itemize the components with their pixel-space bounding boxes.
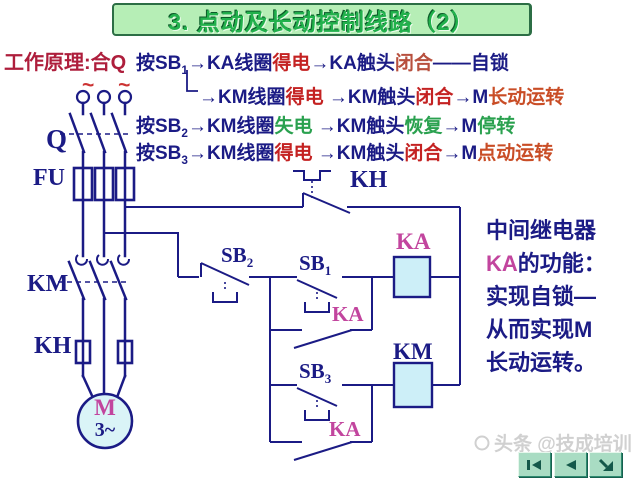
watermark: 头条 @技成培训 [474,429,632,456]
nav-previous-button[interactable] [554,452,587,477]
principle-line-2: →KM线圈得电 →KM触头闭合→M长动运转 [199,82,564,109]
ka-contact-lower [270,385,373,461]
subscript: 2 [181,126,188,140]
subscript: 1 [181,63,188,77]
nav-next-button[interactable] [589,452,622,477]
motor-circle [76,392,134,450]
ac-supply-symbol: ~ ~ [82,74,140,97]
note-line: 长动运转。 [486,346,640,379]
text-segment: KA [486,251,518,276]
label-km-coil: KM [393,339,433,364]
text-segment: 从而实现M [486,317,593,342]
motor-phase-label: 3~ [94,419,116,441]
label-ka-contact-lower: KA [329,417,361,441]
subscript: 1 [324,263,332,279]
ka-coil [392,255,432,299]
text-segment: 闭合 [404,143,443,164]
toutiao-logo-icon [474,435,490,450]
text-segment: →KM触头 [312,116,405,137]
label-sb2: SB2 [221,243,253,271]
ka-function-note: 中间继电器 KA的功能： 实现自锁— 从而实现M 长动运转。 [486,214,640,379]
text-segment: 长动运转 [488,87,565,108]
text-segment: →KM线圈 [199,87,286,108]
text-segment: 按SB [136,53,182,74]
text-segment: 停转 [477,116,516,137]
kh-heater-elements [74,339,134,365]
nav-first-button[interactable] [518,452,551,477]
km-main-contacts [58,254,131,301]
text-segment: 失电 [274,116,313,137]
text-segment: 恢复 [404,116,443,137]
text-segment: →M [442,143,478,164]
supply-terminals [75,89,133,116]
text-segment: →KM线圈 [187,143,275,164]
ka-contact-upper [270,277,373,349]
text-branch-bracket [186,70,198,92]
text-segment: 得电 [272,53,311,74]
label-ka-contact-upper: KA [332,302,364,326]
control-feed-left [104,232,179,277]
note-line: 从而实现M [486,313,640,346]
text-segment: 中间继电器 [486,218,597,243]
text-segment: 闭合 [415,87,454,108]
text-segment: SB [221,243,247,267]
text-segment: →M [453,87,489,108]
label-km-main-contacts: KM [27,271,69,297]
working-principle-heading: 工作原理:合Q [4,52,127,74]
text-segment: ——自锁 [432,53,509,74]
note-line: 实现自锁— [486,280,640,313]
label-sb3: SB3 [299,359,331,387]
sb3-jog-button [270,384,394,421]
text-segment: →KM触头 [323,87,416,108]
text-segment: →KM触头 [312,143,405,164]
switch-q [60,112,130,258]
sb1-start-button [270,276,394,313]
text-segment: →M [442,116,478,137]
label-sb1: SB1 [299,251,331,279]
text-segment: →KA线圈 [187,53,273,74]
text-segment: 按SB [136,143,182,164]
fuse-fu [72,166,136,202]
text-segment: 实现自锁— [486,284,597,309]
page-title: 3. 点动及长动控制线路（2） [168,8,475,35]
text-segment: 点动运转 [477,143,554,164]
subscript: 3 [324,371,332,387]
text-segment: 长动运转。 [486,350,597,375]
text-segment: →KA触头 [310,53,395,74]
motor-label: M 3~ [78,395,132,441]
watermark-text: 头条 @技成培训 [494,434,632,455]
label-ka-coil: KA [396,229,431,254]
text-segment: 得电 [285,87,324,108]
text-segment: 得电 [274,143,313,164]
text-segment: SB [299,251,325,275]
note-line: 中间继电器 [486,214,640,247]
principle-line-1: 按SB1→KA线圈得电→KA触头闭合——自锁 [136,48,509,77]
motor-letter: M [94,395,116,420]
text-segment: →KM线圈 [187,116,275,137]
go-previous-icon [565,459,576,470]
subscript: 3 [181,153,188,167]
go-next-icon [598,458,613,471]
kh-thermal-contact [293,170,460,214]
principle-line-3: 按SB2→KM线圈失电 →KM触头恢复→M停转 [136,111,515,140]
title-bar: 3. 点动及长动控制线路（2） [112,3,532,36]
sb2-stop-button [178,262,270,303]
note-line: KA的功能： [486,247,640,280]
label-switch-q: Q [46,124,68,154]
text-segment: 闭合 [394,53,433,74]
principle-line-4: 按SB3→KM线圈得电 →KM触头闭合→M点动运转 [136,138,553,167]
label-fuse-fu: FU [33,165,65,191]
go-first-icon [526,459,541,470]
km-coil [392,361,434,409]
text-segment: 按SB [136,116,182,137]
text-segment: SB [299,359,325,383]
text-segment: 的功能： [517,251,606,276]
label-kh-contact: KH [350,167,388,193]
subscript: 2 [246,255,254,271]
label-kh-heater: KH [34,333,72,359]
